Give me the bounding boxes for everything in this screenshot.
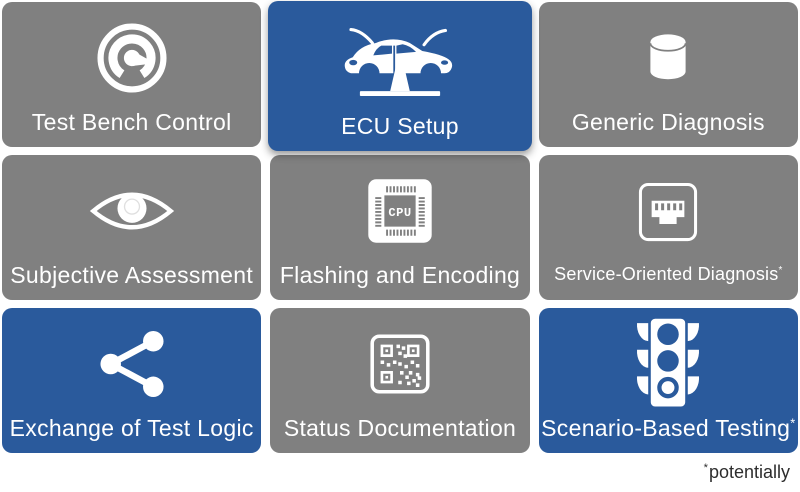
- tile-label: Service-Oriented Diagnosis*: [554, 264, 783, 285]
- footnote-text: potentially: [708, 462, 790, 482]
- tile-label: Subjective Assessment: [10, 261, 254, 288]
- database-icon: [539, 2, 798, 110]
- tile-grid: Test Bench Control ECU Setup Generic Dia…: [2, 1, 798, 453]
- footnote-asterisk: *: [703, 462, 708, 474]
- tile-label: Generic Diagnosis: [571, 108, 765, 135]
- tile-scenario-based-testing[interactable]: Scenario-Based Testing*: [538, 308, 798, 453]
- tile-exchange-of-test-logic[interactable]: Exchange of Test Logic: [2, 308, 262, 453]
- tile-label: Exchange of Test Logic: [9, 414, 254, 441]
- tile-service-oriented-diagnosis[interactable]: Service-Oriented Diagnosis*: [538, 155, 798, 300]
- ethernet-port-icon: [539, 155, 798, 265]
- tile-flashing-and-encoding[interactable]: CPU Flashing and Encoding: [270, 155, 530, 300]
- tile-label: Test Bench Control: [31, 108, 232, 135]
- tile-status-documentation[interactable]: Status Documentation: [270, 308, 530, 453]
- share-icon: [2, 308, 261, 416]
- traffic-light-icon: [539, 308, 798, 416]
- tile-ecu-setup[interactable]: ECU Setup: [268, 1, 532, 151]
- gauge-icon: [2, 2, 261, 110]
- svg-text:CPU: CPU: [388, 206, 411, 220]
- tile-label: Status Documentation: [283, 414, 517, 441]
- eye-icon: [2, 155, 261, 263]
- car-on-lift-icon: [268, 1, 531, 114]
- cpu-chip-icon: CPU: [270, 155, 529, 263]
- tile-test-bench-control[interactable]: Test Bench Control: [2, 2, 262, 147]
- tile-generic-diagnosis[interactable]: Generic Diagnosis: [538, 2, 798, 147]
- tile-label: ECU Setup: [341, 112, 459, 139]
- tile-label: Scenario-Based Testing*: [541, 414, 796, 441]
- footnote: *potentially: [0, 455, 800, 492]
- tile-label: Flashing and Encoding: [279, 261, 521, 288]
- qr-code-icon: [270, 308, 529, 416]
- tile-subjective-assessment[interactable]: Subjective Assessment: [2, 155, 262, 300]
